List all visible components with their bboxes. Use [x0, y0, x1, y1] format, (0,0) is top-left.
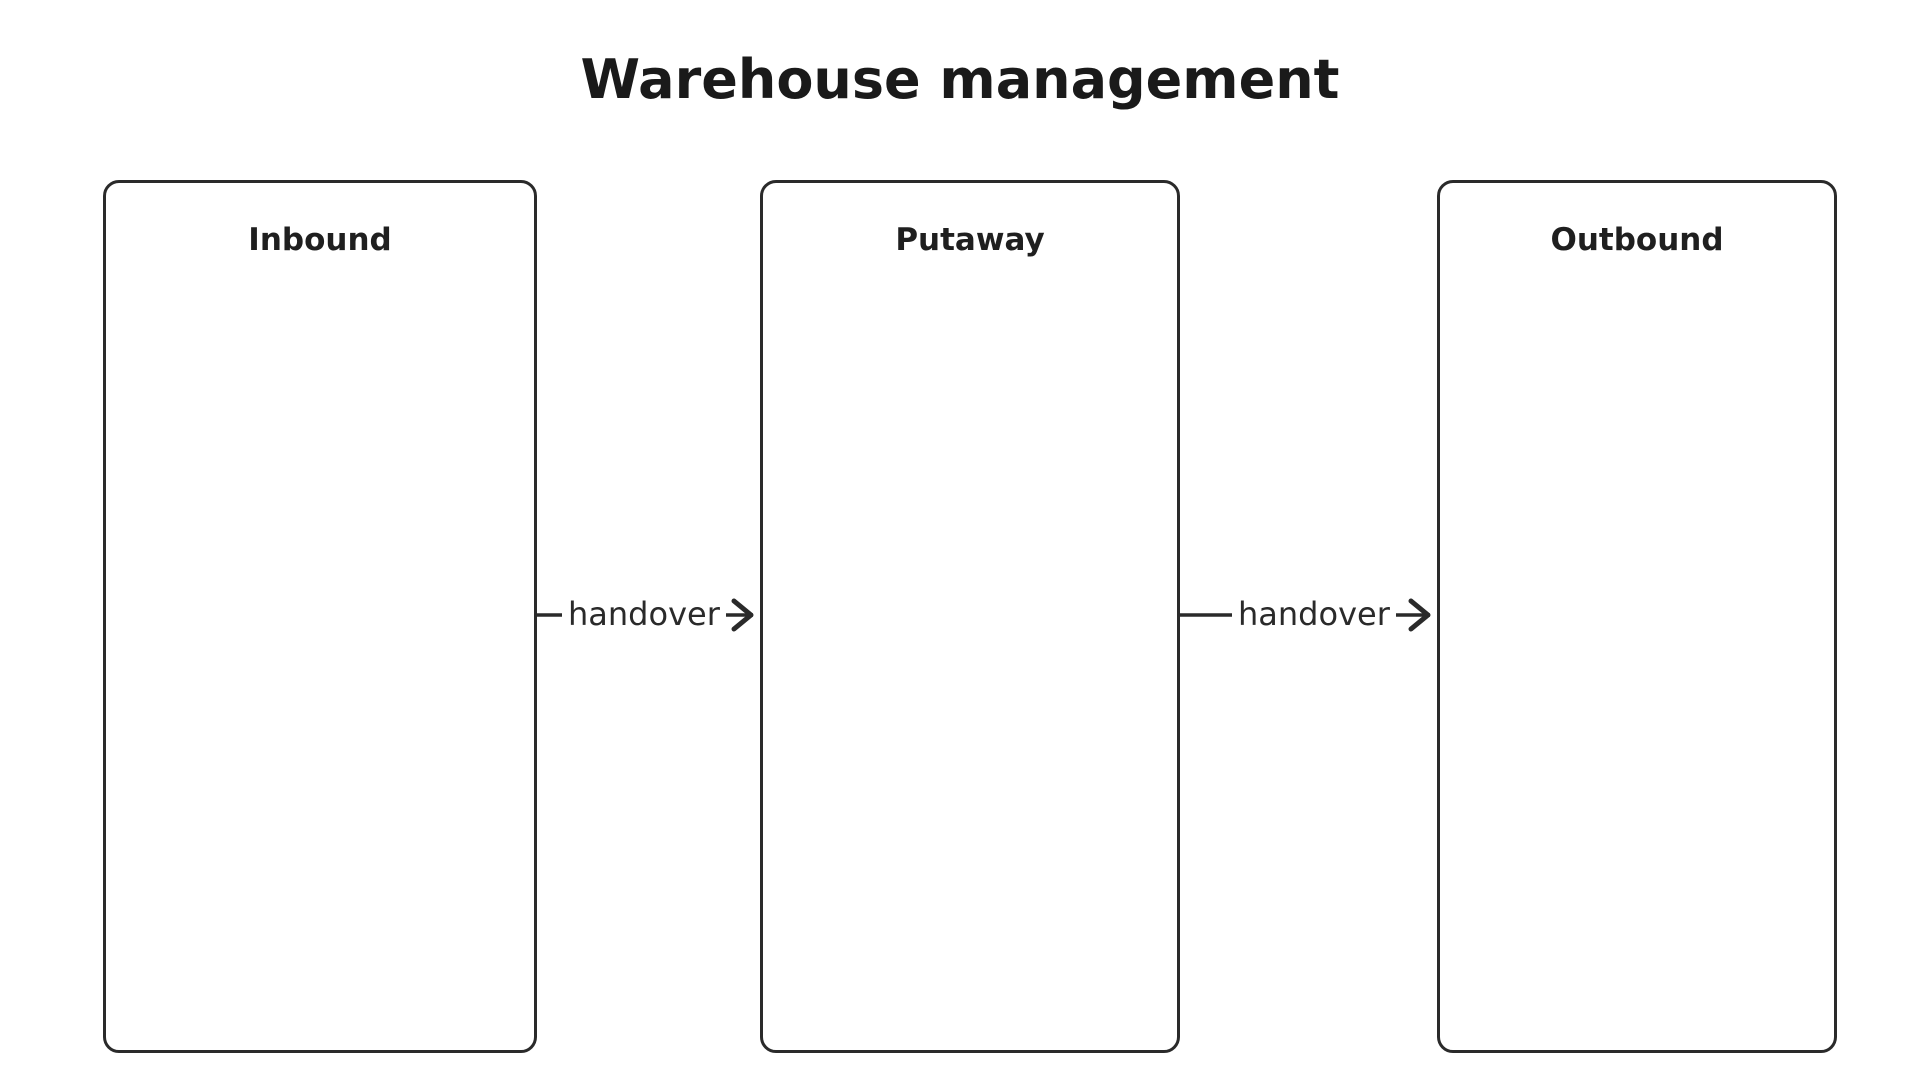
lane-inbound-title: Inbound	[248, 222, 392, 258]
lane-outbound[interactable]	[1437, 180, 1837, 1053]
connector-putaway-to-outbound[interactable]: handover	[1180, 584, 1437, 644]
connector-inbound-to-putaway[interactable]: handover	[537, 584, 760, 644]
lane-putaway[interactable]	[760, 180, 1180, 1053]
lane-putaway-title: Putaway	[895, 222, 1045, 258]
arrowhead-icon	[731, 598, 754, 632]
connector-label-1: handover	[562, 594, 726, 634]
lane-inbound[interactable]	[103, 180, 537, 1053]
arrowhead-icon	[1408, 598, 1431, 632]
diagram-title: Warehouse management	[580, 48, 1340, 111]
connector-label-2: handover	[1232, 594, 1396, 634]
lane-outbound-title: Outbound	[1550, 222, 1724, 258]
